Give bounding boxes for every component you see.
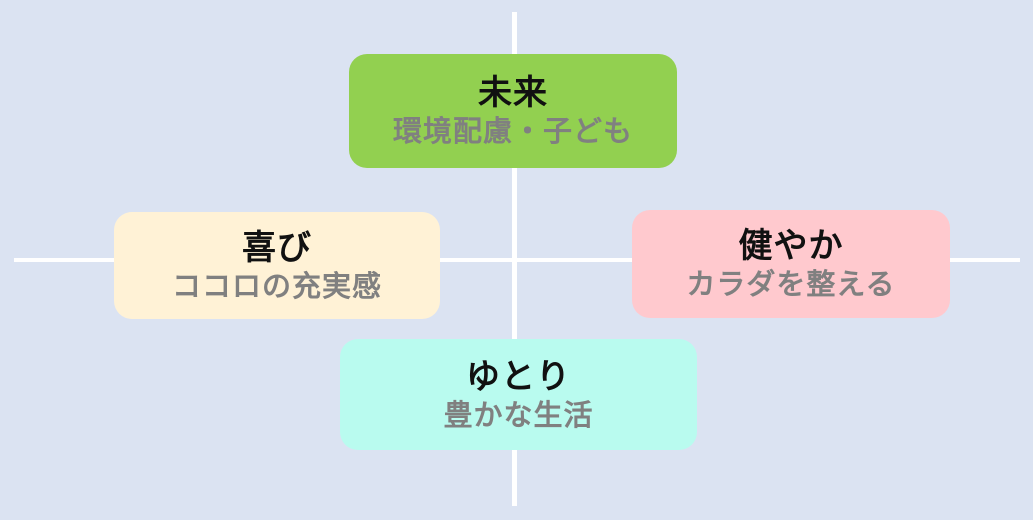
card-health-title: 健やか	[738, 226, 844, 266]
card-health: 健やか カラダを整える	[632, 210, 950, 318]
card-future: 未来 環境配慮・子ども	[349, 54, 677, 168]
card-leisure-title: ゆとり	[466, 356, 571, 397]
card-leisure: ゆとり 豊かな生活	[340, 339, 697, 450]
card-joy-subtitle: ココロの充実感	[171, 268, 382, 303]
card-future-subtitle: 環境配慮・子ども	[392, 114, 633, 148]
horizontal-axis-line	[14, 258, 1020, 262]
card-future-title: 未来	[478, 73, 548, 113]
card-leisure-subtitle: 豊かな生活	[443, 397, 594, 432]
card-joy-title: 喜び	[242, 227, 312, 268]
card-health-subtitle: カラダを整える	[686, 267, 896, 301]
card-joy: 喜び ココロの充実感	[114, 212, 440, 319]
